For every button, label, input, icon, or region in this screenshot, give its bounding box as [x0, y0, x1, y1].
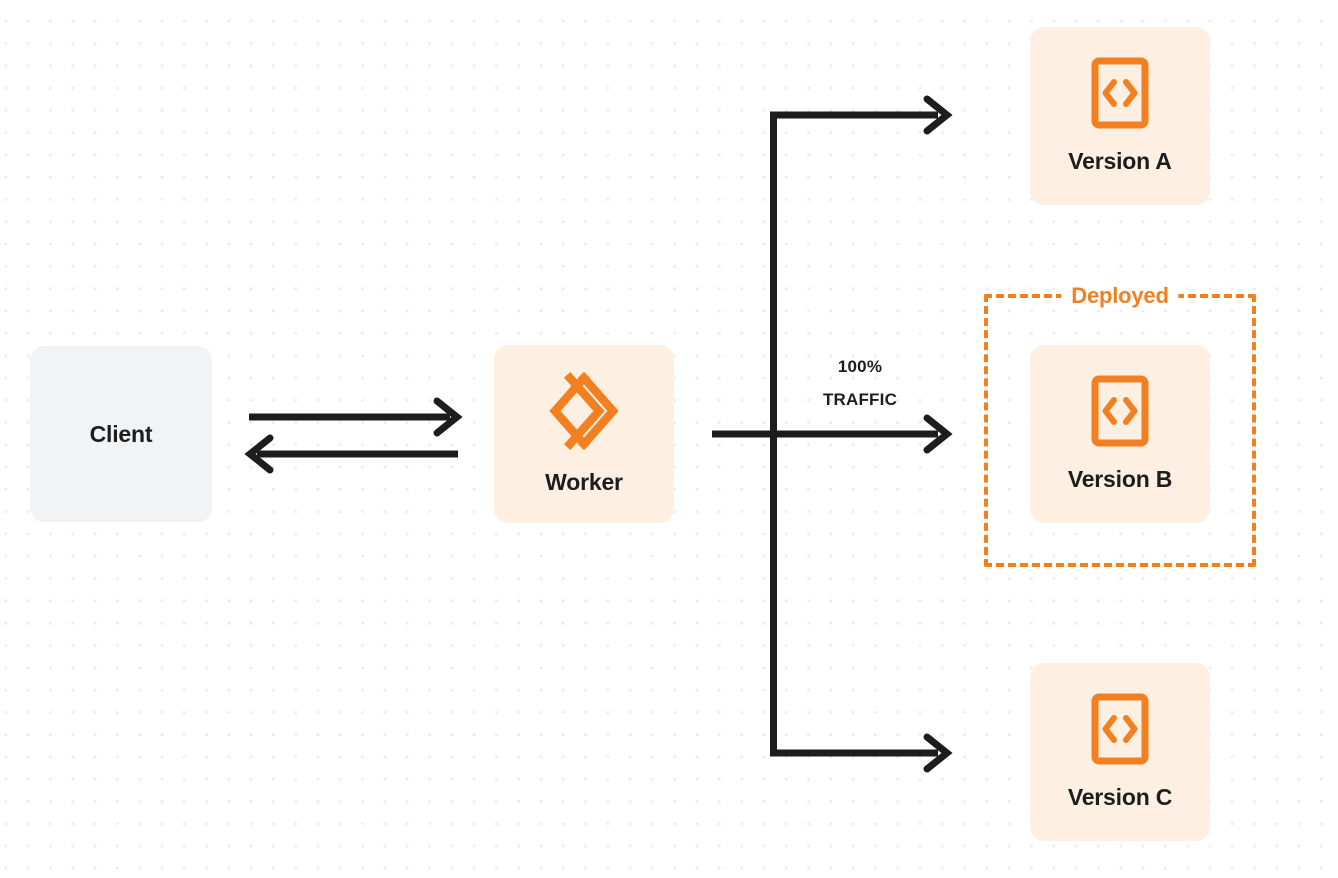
traffic-percent: 100%	[837, 357, 883, 376]
arrow-client-to-worker	[249, 397, 463, 437]
node-client-label: Client	[89, 420, 153, 447]
arrow-to-version-a	[770, 95, 953, 135]
node-version-b[interactable]: Version B	[1030, 345, 1210, 523]
node-version-b-label: Version B	[1067, 466, 1173, 492]
arrow-to-version-b	[712, 414, 953, 454]
node-worker-label: Worker	[545, 469, 623, 495]
deployed-group-label: Deployed	[1061, 285, 1179, 307]
node-client[interactable]: Client	[30, 346, 212, 522]
arrow-worker-to-client	[244, 434, 458, 474]
arrow-to-version-c	[770, 733, 953, 773]
cloudflare-workers-logo-icon	[543, 372, 625, 455]
code-file-icon	[1091, 57, 1149, 134]
traffic-label: 100% TRAFFIC	[790, 350, 930, 416]
traffic-word: TRAFFIC	[822, 390, 898, 410]
node-version-c-label: Version C	[1067, 784, 1173, 810]
node-version-c[interactable]: Version C	[1030, 663, 1210, 841]
node-version-a[interactable]: Version A	[1030, 27, 1210, 205]
deployed-group: Deployed	[984, 285, 1256, 567]
node-worker[interactable]: Worker	[494, 345, 674, 523]
code-file-icon	[1091, 693, 1149, 770]
node-version-a-label: Version A	[1068, 148, 1172, 174]
code-file-icon	[1091, 375, 1149, 452]
